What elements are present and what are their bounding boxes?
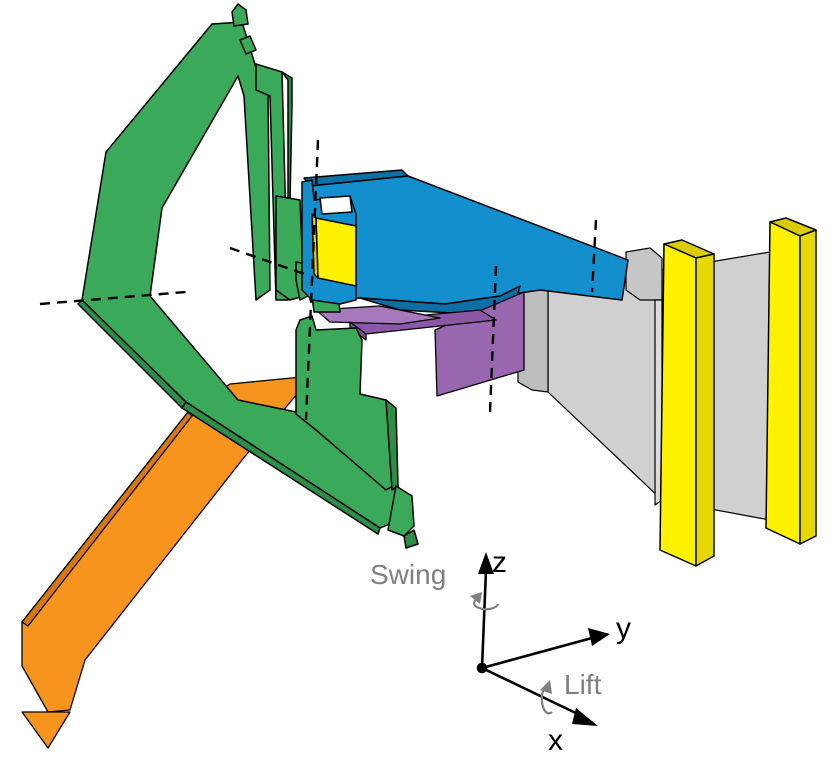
- axis-x-label: x: [548, 724, 563, 757]
- yellow-pillar-front: [659, 239, 715, 567]
- lift-rotation-icon: [540, 680, 553, 715]
- swing-rotation-icon: [470, 592, 500, 611]
- swing-label: Swing: [370, 559, 446, 590]
- purple-bracket: [315, 291, 525, 397]
- coordinate-axes: [476, 552, 610, 726]
- dashed-joint-axes: [39, 139, 598, 421]
- lift-label: Lift: [564, 669, 602, 700]
- yellow-pillar-rear: [765, 217, 817, 545]
- yellow-block-center: [311, 213, 357, 287]
- green-arm-frame: [77, 3, 419, 549]
- axis-z-label: z: [492, 546, 507, 579]
- blue-body-plate: [303, 169, 629, 315]
- axis-y-label: y: [616, 612, 631, 645]
